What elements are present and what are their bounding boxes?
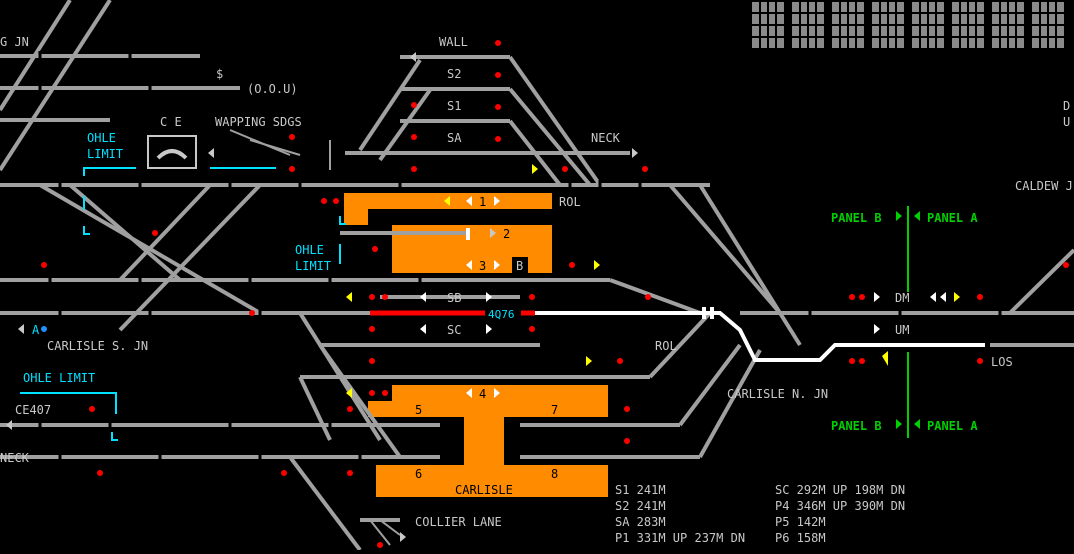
label-a-marker: A	[32, 323, 40, 337]
label-caldew: CALDEW J	[1015, 179, 1073, 193]
label-ohle-2a: OHLE	[295, 243, 324, 257]
platform-1-label: 1	[479, 195, 486, 209]
label-sc: SC	[447, 323, 461, 337]
route-set-track	[535, 311, 985, 362]
label-sb: SB	[447, 291, 461, 305]
label-g-jn: G JN	[0, 35, 29, 49]
label-ohle-1a: OHLE	[87, 131, 116, 145]
label-dm: DM	[895, 291, 909, 305]
b-box-label: B	[516, 259, 523, 273]
label-ohle-1b: LIMIT	[87, 147, 123, 161]
label-carlisle-s-jn: CARLISLE S. JN	[47, 339, 148, 353]
platform-3-label: 3	[479, 259, 486, 273]
platform-8-label: 8	[551, 467, 558, 481]
ohle-limit-markers	[20, 167, 346, 441]
label-s1: S1	[447, 99, 461, 113]
label-s2: S2	[447, 67, 461, 81]
panel-a-bottom: PANEL A	[927, 419, 978, 433]
platform-6-label: 6	[415, 467, 422, 481]
label-wall: WALL	[439, 35, 468, 49]
length-s2: S2 241M	[615, 499, 666, 513]
panel-b-bottom: PANEL B	[831, 419, 882, 433]
label-rol-top: ROL	[559, 195, 581, 209]
label-wapping-sdgs: WAPPING SDGS	[215, 115, 302, 129]
label-collier-lane: COLLIER LANE	[415, 515, 502, 529]
platform-lower[interactable]	[368, 385, 608, 497]
yellow-signal-icons	[346, 164, 960, 398]
berth-4q76-box[interactable]	[485, 306, 521, 320]
length-s1: S1 241M	[615, 483, 666, 497]
length-sa: SA 283M	[615, 515, 666, 529]
panel-b-top: PANEL B	[831, 211, 882, 225]
length-sc: SC 292M UP 198M DN	[775, 483, 905, 497]
length-p4: P4 346M UP 390M DN	[775, 499, 905, 513]
ce-box[interactable]	[147, 135, 197, 169]
length-p6: P6 158M	[775, 531, 826, 545]
platform-7-label: 7	[551, 403, 558, 417]
label-neck-left: NECK	[0, 451, 30, 465]
label-ce: C E	[160, 115, 182, 129]
label-d-edge: D	[1063, 99, 1070, 113]
label-um: UM	[895, 323, 909, 337]
label-carlisle-n-jn: CARLISLE N. JN	[727, 387, 828, 401]
platform-4-label: 4	[479, 387, 486, 401]
label-oou: (O.O.U)	[247, 82, 298, 96]
label-carlisle: CARLISLE	[455, 483, 513, 497]
signal-head-icon	[41, 40, 1069, 548]
platform-2-label: 2	[503, 227, 510, 241]
berth-4q76[interactable]: 4Q76	[488, 308, 515, 321]
label-u-edge: U	[1063, 115, 1070, 129]
label-sa: SA	[447, 131, 462, 145]
panel-a-top: PANEL A	[927, 211, 978, 225]
label-neck-top: NECK	[591, 131, 621, 145]
buffer-stop-icon	[466, 228, 714, 319]
label-ohle-3: OHLE LIMIT	[23, 371, 95, 385]
label-rol-mid: ROL	[655, 339, 677, 353]
label-los: LOS	[991, 355, 1013, 369]
a-marker-icon	[41, 326, 47, 332]
label-ohle-2b: LIMIT	[295, 259, 331, 273]
length-p5: P5 142M	[775, 515, 826, 529]
label-ce407: CE407	[15, 403, 51, 417]
length-p1: P1 331M UP 237M DN	[615, 531, 745, 545]
platform-5-label: 5	[415, 403, 422, 417]
label-dollar: $	[216, 67, 223, 81]
